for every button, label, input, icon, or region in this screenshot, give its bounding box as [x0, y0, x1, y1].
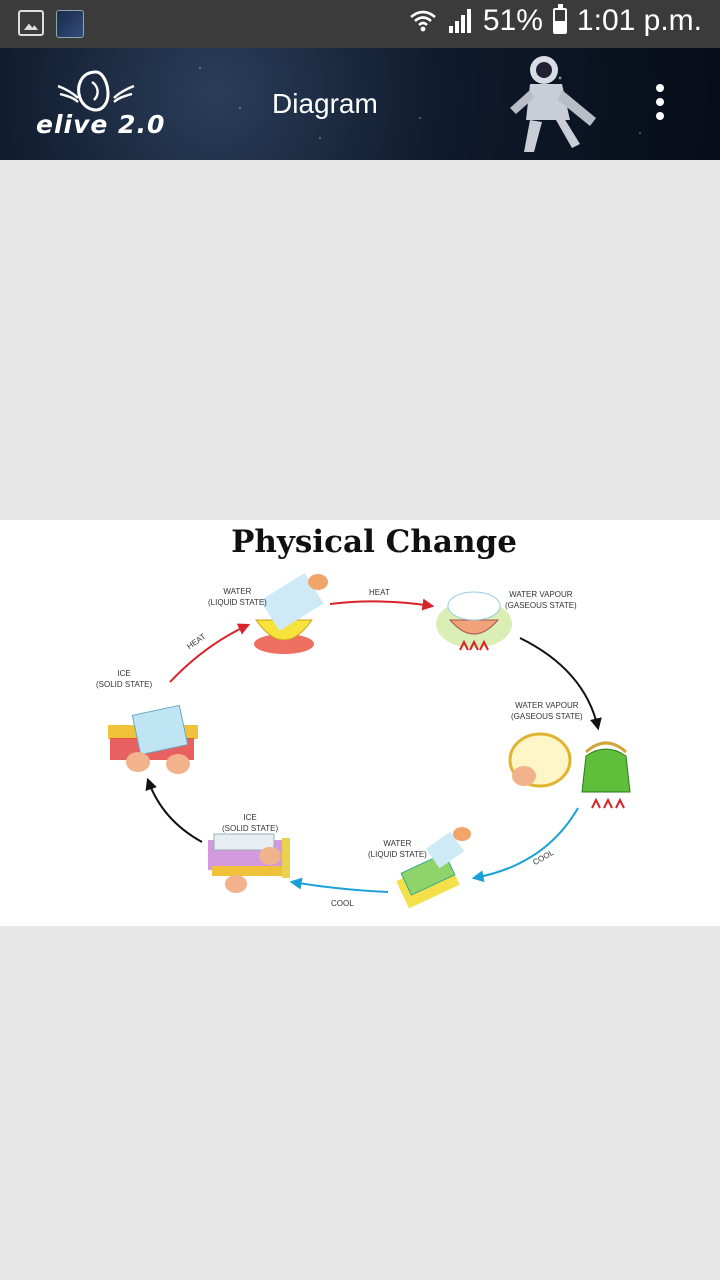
overflow-menu-icon[interactable] [646, 84, 674, 124]
brand-name: elive 2.0 [36, 110, 166, 139]
water-bowl-illustration [254, 572, 328, 654]
heat-arrow-left [169, 623, 251, 683]
battery-icon [552, 4, 567, 34]
label-water-top: WATER (LIQUID STATE) [208, 587, 267, 607]
status-bar: 51% 1:01 p.m. [0, 0, 720, 48]
space-background [0, 48, 720, 160]
label-ice-bottom: ICE (SOLID STATE) [222, 813, 279, 833]
notification-icons [18, 10, 84, 38]
wifi-icon [410, 10, 436, 32]
diagram-title: Physical Change [231, 524, 517, 560]
app-bar: elive 2.0 Diagram [0, 48, 720, 160]
physical-change-diagram: Physical Change [0, 520, 720, 926]
ice-tray-bottom-illustration [208, 833, 290, 893]
arrow-ice-up [145, 777, 203, 843]
gallery-icon [18, 10, 44, 36]
vapour-bowl-illustration [436, 591, 512, 651]
label-ice-left: ICE (SOLID STATE) [96, 669, 153, 689]
clock: 1:01 p.m. [576, 4, 702, 37]
page-title: Diagram [272, 88, 378, 119]
astronaut-icon [510, 56, 596, 152]
cycle-arrows [108, 572, 631, 909]
heat-arrow-top [329, 598, 435, 611]
ice-tray-illustration [108, 704, 198, 774]
battery-percent: 51% [482, 4, 543, 37]
label-water-bottom: WATER (LIQUID STATE) [368, 839, 427, 859]
label-vapour-right: WATER VAPOUR (GASEOUS STATE) [511, 701, 583, 721]
label-vapour-top: WATER VAPOUR (GASEOUS STATE) [505, 590, 577, 610]
arrow-vapour-down [519, 637, 602, 731]
arrow-label-cool-bottom: COOL [331, 899, 354, 908]
kettle-illustration [508, 732, 631, 809]
app-thumbnail-icon [56, 10, 84, 38]
water-pour-illustration [396, 827, 471, 909]
signal-icon [448, 9, 471, 33]
cool-arrow-bottom [289, 877, 389, 893]
arrow-label-heat-top: HEAT [369, 588, 390, 597]
cool-arrow-right [471, 807, 579, 883]
conch-logo-icon[interactable] [36, 68, 156, 142]
system-icons: 51% 1:01 p.m. [409, 4, 702, 38]
